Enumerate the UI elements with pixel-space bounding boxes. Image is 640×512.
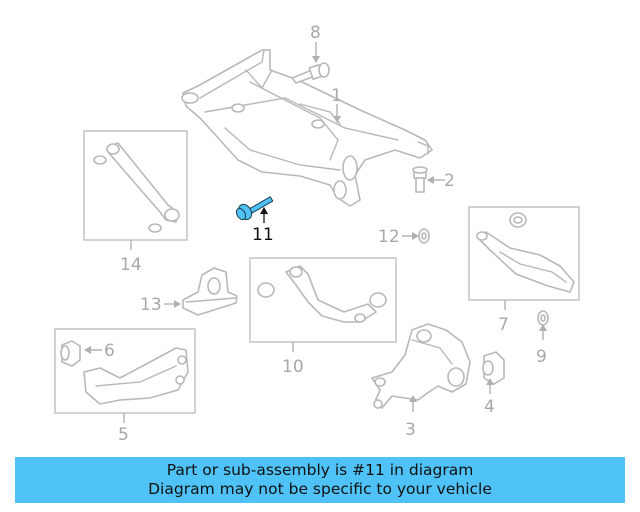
callout-9: 9: [536, 324, 547, 367]
callout-10-label: 10: [282, 357, 304, 377]
callout-6: 6: [84, 341, 115, 361]
callout-4: 4: [484, 378, 495, 417]
bolt-part-11-highlighted[interactable]: [235, 196, 274, 222]
washer-part-9: [537, 310, 549, 326]
bolt-part-8: [291, 62, 330, 84]
bushing-bracket-part-13: [182, 267, 238, 316]
callout-10: 10: [282, 342, 304, 377]
callout-7-label: 7: [498, 315, 509, 335]
crossmember-part: [181, 49, 433, 207]
callout-5: 5: [118, 413, 129, 445]
banner-line-1: Part or sub-assembly is #11 in diagram: [166, 461, 474, 479]
info-banner: Part or sub-assembly is #11 in diagram D…: [15, 457, 625, 503]
bushing-part-6: [60, 340, 81, 367]
bolt-part-2: [412, 166, 428, 193]
callout-12: 12: [378, 227, 419, 247]
knuckle-part-3: [371, 323, 471, 409]
lower-arm-part-7: [476, 212, 575, 293]
callout-14: 14: [120, 240, 142, 275]
banner-line-2: Diagram may not be specific to your vehi…: [148, 480, 492, 498]
part-box-14: [83, 130, 188, 241]
callout-13: 13: [140, 295, 181, 315]
trailing-arm-part-5: [83, 347, 189, 405]
callout-7: 7: [498, 300, 509, 335]
callout-2-label: 2: [444, 171, 455, 191]
part-box-7: [468, 206, 580, 301]
callout-8-label: 8: [310, 23, 321, 43]
callout-2: 2: [427, 171, 455, 191]
part-box-10: [249, 257, 397, 343]
callout-13-label: 13: [140, 295, 162, 315]
callout-11-label: 11: [252, 225, 274, 245]
bushing-part-4: [482, 351, 505, 385]
callout-4-label: 4: [484, 397, 495, 417]
callout-1: 1: [331, 86, 342, 123]
upper-arm-part-10: [257, 265, 387, 323]
callout-14-label: 14: [120, 255, 142, 275]
part-box-5: [54, 328, 196, 414]
callout-6-label: 6: [104, 341, 115, 361]
callout-1-label: 1: [331, 86, 342, 106]
callout-5-label: 5: [118, 425, 129, 445]
callout-8: 8: [310, 23, 321, 63]
callout-12-label: 12: [378, 227, 400, 247]
callout-11: 11: [252, 207, 274, 245]
callout-3-label: 3: [405, 420, 416, 440]
lateral-link-part-14: [93, 142, 180, 233]
callout-9-label: 9: [536, 347, 547, 367]
callout-3: 3: [405, 395, 417, 440]
washer-part-12: [418, 228, 430, 244]
